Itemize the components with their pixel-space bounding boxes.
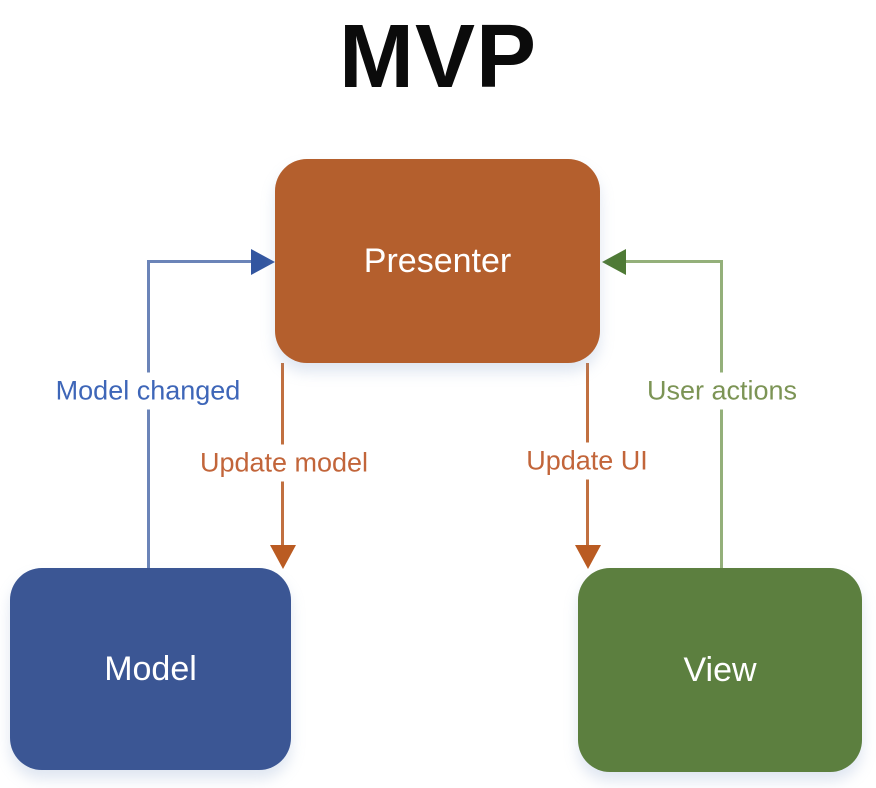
user-actions-line-vertical: [720, 260, 723, 568]
diagram-title: MVP: [338, 7, 538, 107]
model-node: Model: [10, 568, 291, 770]
view-node: View: [578, 568, 862, 772]
model-node-label: Model: [104, 649, 197, 688]
view-node-label: View: [683, 650, 757, 689]
model-changed-arrowhead-icon: [251, 249, 275, 275]
user-actions-line-horizontal: [624, 260, 722, 263]
update-ui-arrowhead-icon: [575, 545, 601, 569]
user-actions-arrowhead-icon: [602, 249, 626, 275]
presenter-node: Presenter: [275, 159, 600, 363]
model-changed-line-vertical: [147, 260, 150, 568]
user-actions-label: User actions: [639, 372, 805, 410]
presenter-node-label: Presenter: [363, 241, 512, 280]
model-changed-label: Model changed: [48, 372, 248, 410]
update-ui-label: Update UI: [519, 442, 655, 480]
update-model-label: Update model: [192, 444, 376, 482]
update-model-arrowhead-icon: [270, 545, 296, 569]
model-changed-line-horizontal: [147, 260, 253, 263]
